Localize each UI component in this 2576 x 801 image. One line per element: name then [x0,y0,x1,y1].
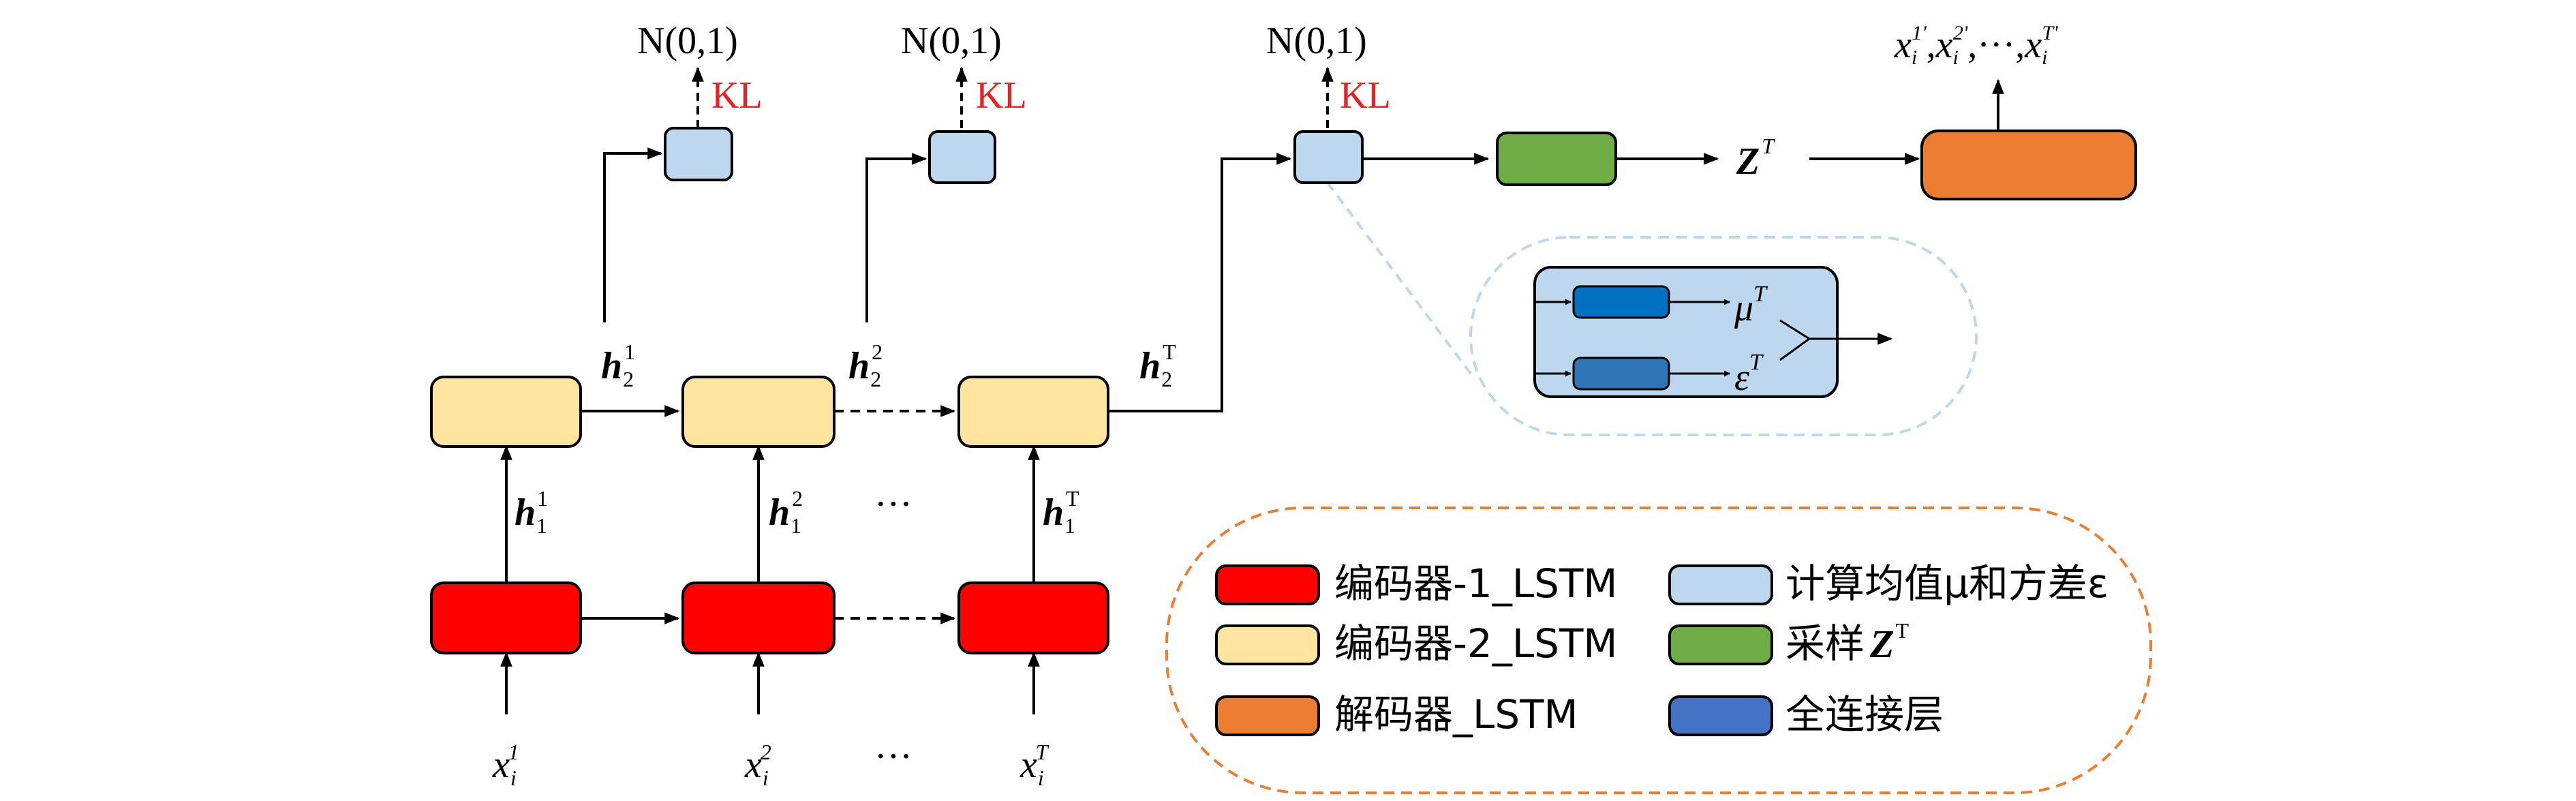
kl-label-T: KL [1340,74,1391,117]
encoder2-block-2 [681,376,835,448]
legend-item-dense: 全连接层 [1668,691,1944,738]
encoder2-block-1 [430,376,582,448]
kl-label-2: KL [976,74,1027,117]
input-label-2: xi2 [744,740,771,790]
h2-path-T [1108,153,1292,412]
output-label: xi1',xi2',···,xiT' [1894,22,2058,69]
zoom-outline [1469,236,1978,436]
input-labels: xi1 xi2 xiT ··· [492,736,1049,790]
mu-label: μT [1734,282,1768,329]
meanvar-block-2 [928,130,996,184]
encoder1-row [430,581,1109,654]
h2-path-1 [603,147,663,322]
svg-text:编码器-2_LSTM: 编码器-2_LSTM [1334,620,1617,667]
zoom-detail: μT εT [1469,236,1978,436]
h2-label-T: h2T [1139,339,1176,391]
input-ellipsis: ··· [874,736,913,778]
input-label-T: xiT [1019,740,1049,790]
dense-block-eps [1572,357,1670,391]
h2-label-1: h21 [601,339,635,391]
input-label-1: xi1 [492,740,519,790]
prior-label-T: N(0,1) [1266,20,1367,62]
meanvar-row [664,127,1364,184]
legend-item-encoder1: 编码器-1_LSTM [1215,560,1617,607]
sampler-block [1496,132,1617,186]
prior-label-2: N(0,1) [901,20,1002,62]
legend-item-meanvar: 计算均值μ和方差ε [1668,560,2109,607]
eps-label: εT [1734,350,1764,399]
decoder-block [1920,130,2137,200]
latent-label: ZT [1736,134,1775,183]
connectors [500,66,2004,714]
meanvar-block-T [1293,130,1364,184]
encoder1-block-T [957,581,1109,654]
svg-text:解码器_LSTM: 解码器_LSTM [1334,691,1578,738]
legend-item-decoder: 解码器_LSTM [1215,691,1578,738]
legend-border [1165,507,2152,794]
svg-text:编码器-1_LSTM: 编码器-1_LSTM [1334,560,1617,607]
h1-label-2: h12 [769,486,803,538]
encoder1-block-1 [430,581,582,654]
encoder2-row [430,376,1109,448]
encoder2-block-T [957,376,1109,448]
svg-text:全连接层: 全连接层 [1785,691,1944,738]
h1-ellipsis: ··· [874,483,913,526]
legend: 编码器-1_LSTM 编码器-2_LSTM 解码器_LSTM 计算均值μ和方差ε… [1165,507,2152,794]
h2-labels: h21 h22 h2T [601,339,1176,391]
prior-label-1: N(0,1) [637,20,738,62]
dense-block-mu [1572,285,1670,319]
zoom-guides [1326,181,1472,375]
h1-label-1: h11 [515,486,548,538]
kl-label-1: KL [711,74,763,117]
prior-labels: N(0,1) N(0,1) N(0,1) KL KL KL [637,20,1391,117]
h1-labels: h11 h12 h1T ··· [515,483,1079,538]
h2-label-2: h22 [848,339,883,391]
meanvar-block-1 [664,127,733,181]
encoder1-block-2 [681,581,835,654]
svg-text:计算均值μ和方差ε: 计算均值μ和方差ε [1785,560,2109,607]
h2-path-2 [865,153,927,322]
legend-item-encoder2: 编码器-2_LSTM [1215,620,1617,667]
h1-label-T: h1T [1043,486,1079,538]
